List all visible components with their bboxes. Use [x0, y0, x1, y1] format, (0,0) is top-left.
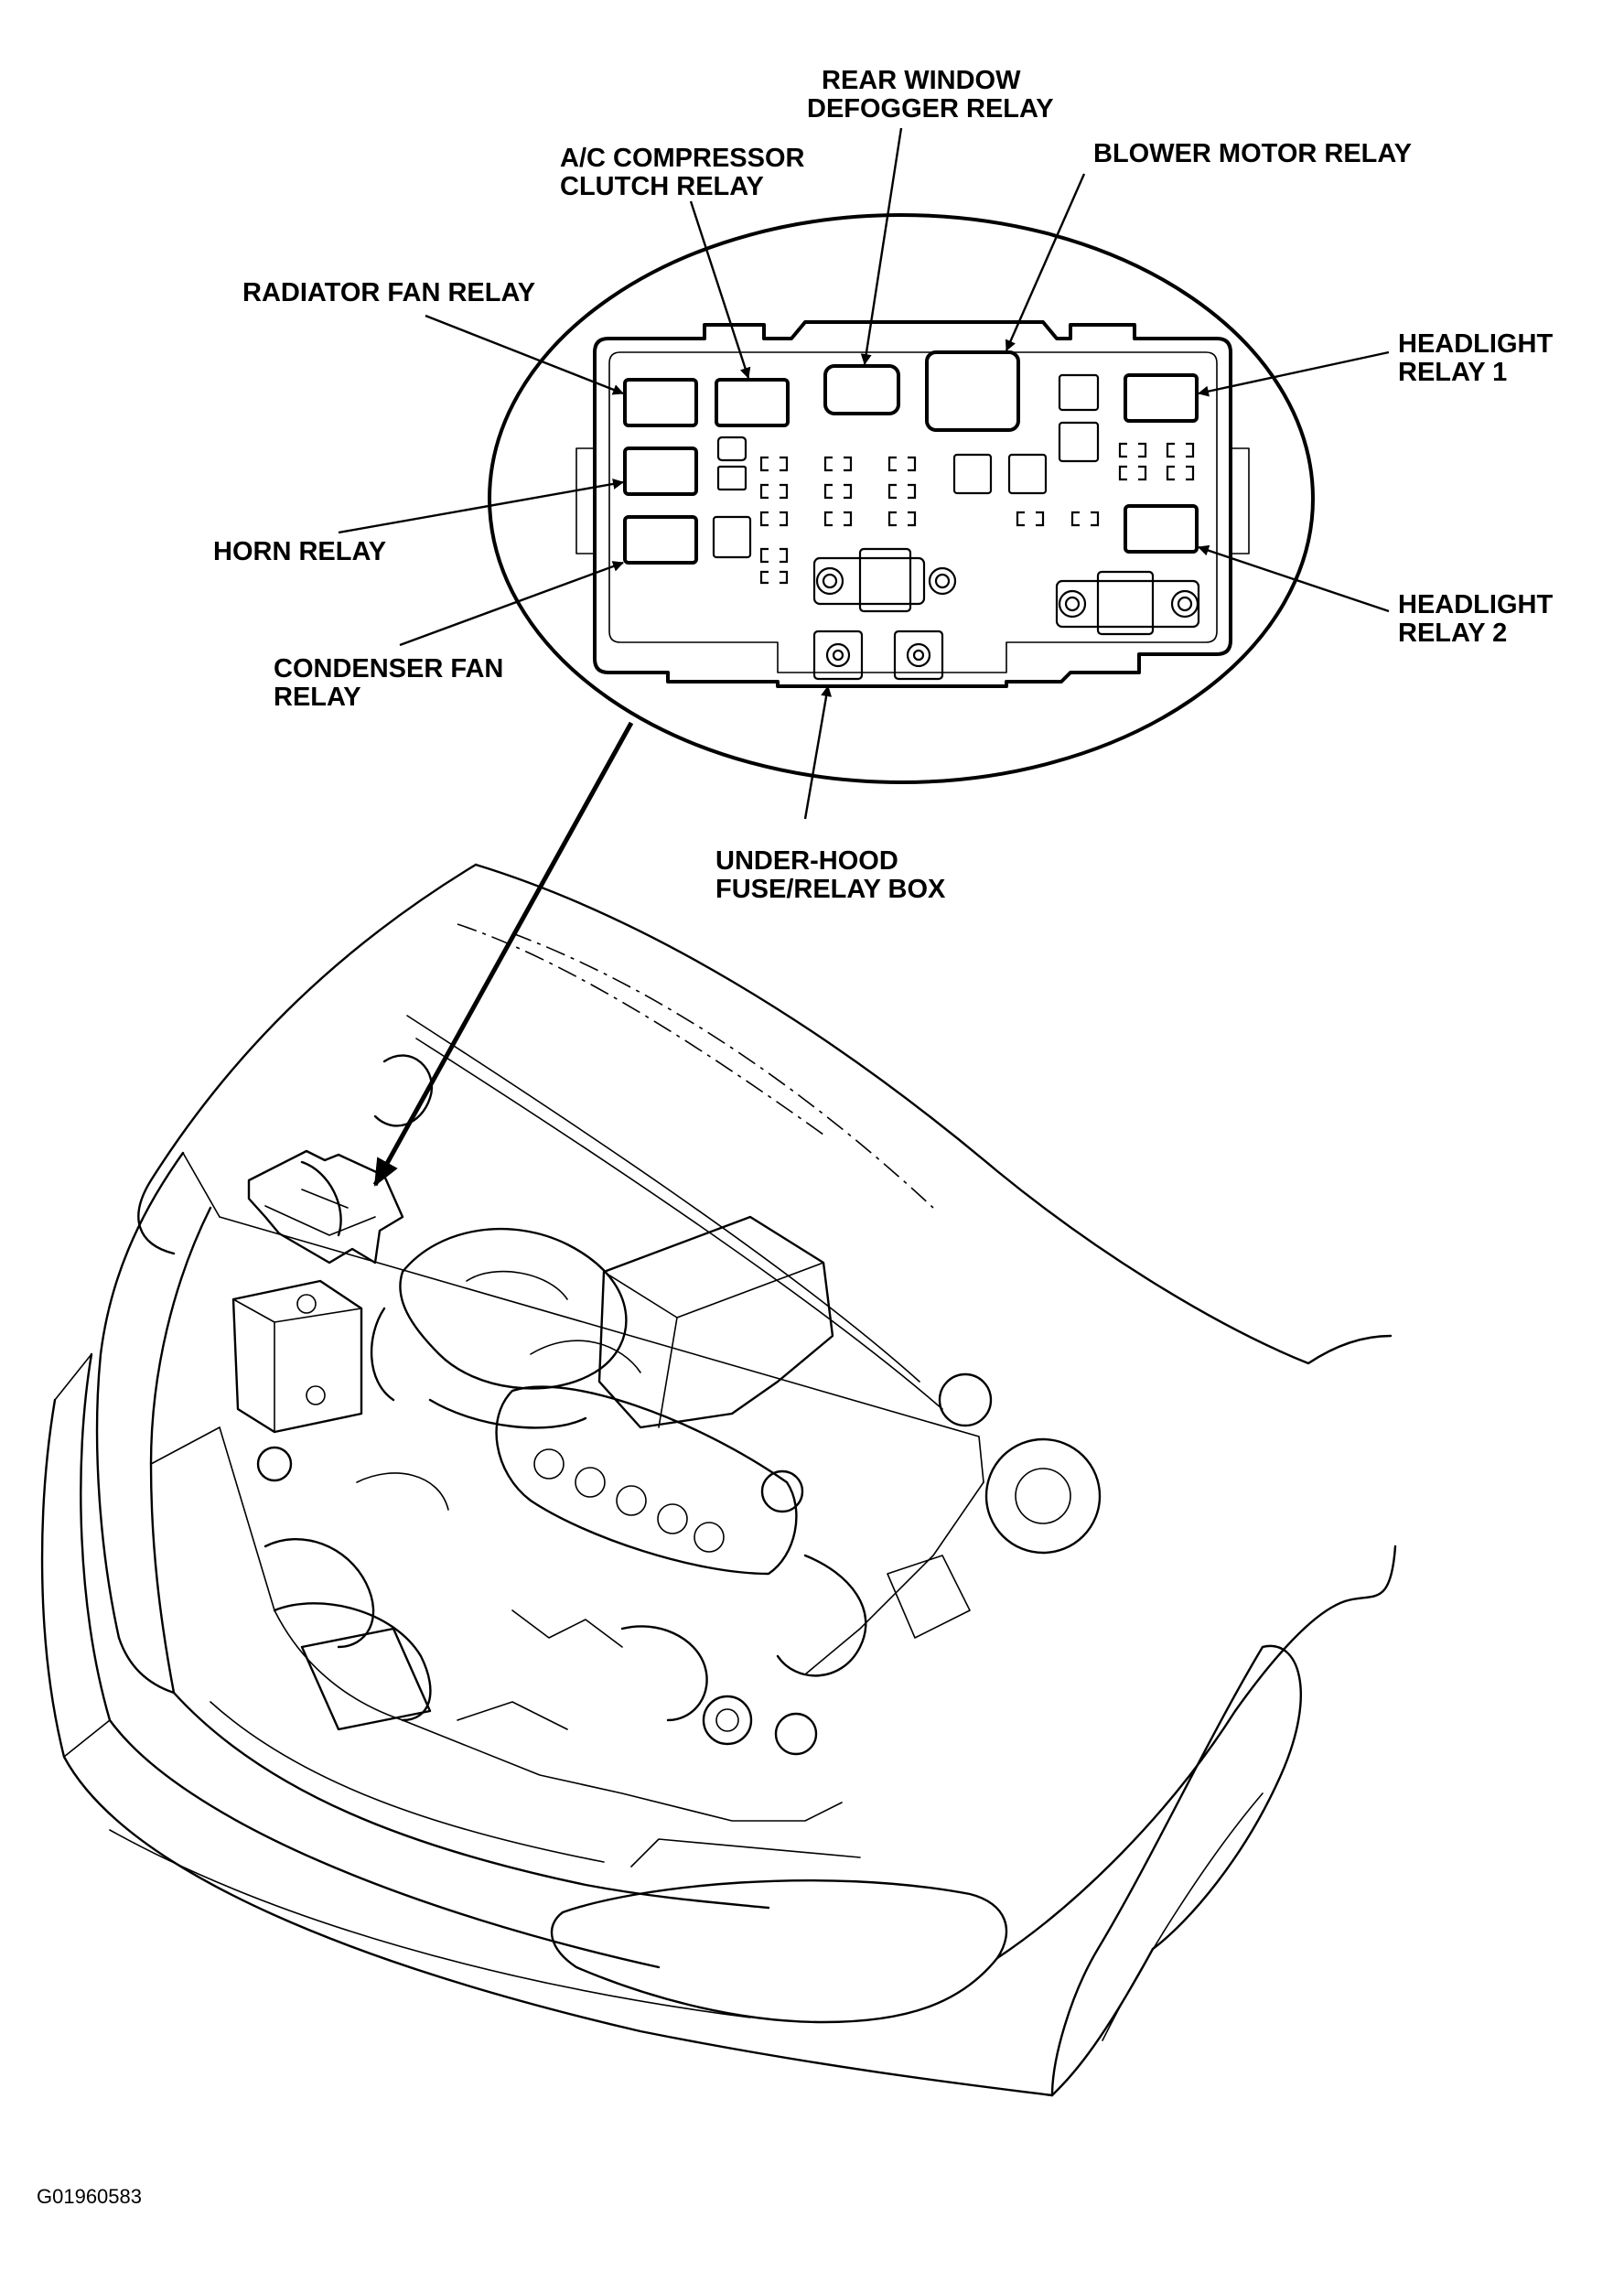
label-condenser-fan-relay: CONDENSER FAN RELAY	[274, 654, 511, 712]
label-headlight-relay-2: HEADLIGHT RELAY 2	[1398, 590, 1560, 648]
fuse-relay-box	[575, 320, 1250, 688]
ac-compressor-clutch-relay-box	[715, 378, 790, 427]
mini-fuse-grid	[759, 442, 1195, 585]
leader-condenser-fan	[399, 561, 624, 647]
rear-window-defogger-relay-box	[823, 364, 900, 415]
headlight-relay-2-box	[1124, 504, 1199, 554]
leader-rear-window-defogger	[860, 127, 903, 365]
leader-headlight-relay-1	[1198, 350, 1390, 397]
leader-ac-compressor-clutch	[689, 200, 751, 379]
label-headlight-relay-1: HEADLIGHT RELAY 1	[1398, 329, 1560, 387]
blower-motor-relay-box	[925, 350, 1020, 432]
label-radiator-fan-relay: RADIATOR FAN RELAY	[242, 278, 535, 307]
radiator-fan-relay-box	[623, 378, 698, 427]
figure-code: G01960583	[37, 2185, 142, 2208]
detail-ellipse	[488, 213, 1315, 784]
battery	[231, 1279, 363, 1434]
label-horn-relay: HORN RELAY	[213, 537, 386, 566]
engine-bay-fuse-box	[247, 1149, 404, 1265]
detail-callout	[338, 127, 1390, 1187]
label-blower-motor-relay: BLOWER MOTOR RELAY	[1093, 139, 1412, 168]
leader-under-hood-box	[803, 685, 833, 820]
location-arrow	[372, 721, 634, 1187]
label-ac-compressor-clutch-relay: A/C COMPRESSOR CLUTCH RELAY	[560, 144, 812, 201]
condenser-fan-relay-box	[623, 515, 698, 565]
label-rear-window-defogger-relay: REAR WINDOW DEFOGGER RELAY	[807, 66, 1054, 124]
leader-radiator-fan	[425, 314, 624, 395]
leader-horn	[338, 479, 624, 534]
headlight-relay-1-box	[1124, 373, 1199, 423]
callout-labels: REAR WINDOW DEFOGGER RELAY A/C COMPRESSO…	[213, 66, 1560, 904]
leader-headlight-relay-2	[1198, 544, 1390, 613]
label-under-hood-fuse-relay-box: UNDER-HOOD FUSE/RELAY BOX	[715, 846, 946, 904]
horn-relay-box	[623, 447, 698, 496]
vehicle-front-illustration	[40, 863, 1397, 2097]
leader-blower-motor	[1005, 173, 1086, 351]
engine-cover	[597, 1215, 834, 1429]
